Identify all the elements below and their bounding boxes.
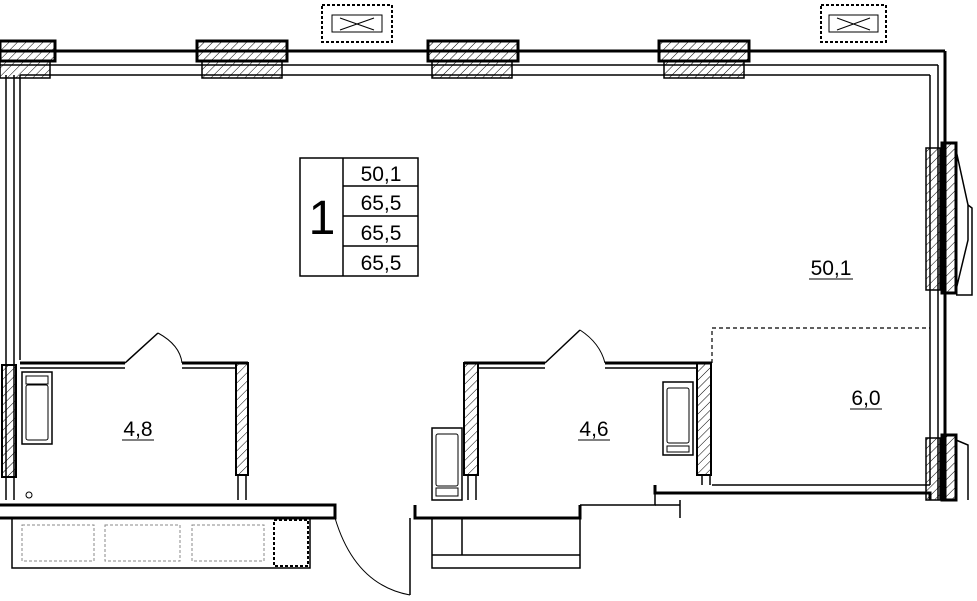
- door-leaf: [544, 329, 581, 364]
- bathroom-right-walls: [463, 329, 712, 500]
- drain-icon: [25, 491, 33, 499]
- area-table-cell: 65,5: [361, 222, 402, 245]
- room-label-kitchen-zone: 6,0: [850, 387, 882, 410]
- balcony-right: [431, 517, 581, 569]
- area-table-cell: 65,5: [361, 192, 402, 215]
- vent-unit-right: [820, 4, 887, 43]
- window-top-4: [657, 39, 751, 79]
- room-label-living: 50,1: [809, 257, 853, 280]
- window-left: [1, 364, 17, 478]
- window-right-1: [925, 141, 973, 296]
- room-label-bathroom-right: 4,6: [578, 418, 610, 441]
- bathroom-left-walls: [20, 332, 249, 500]
- window-top-1: [0, 39, 57, 79]
- bathtub-right: [662, 381, 694, 456]
- washing-machine: [431, 427, 463, 501]
- area-table-cell: 50,1: [361, 163, 402, 186]
- lower-wall: [0, 484, 932, 520]
- area-table-cell: 65,5: [361, 252, 402, 275]
- apartment-number: 1: [309, 192, 336, 245]
- room-area-bathroom-right: 4,6: [579, 418, 608, 441]
- balcony-left: [11, 517, 311, 569]
- room-area-living: 50,1: [811, 257, 852, 280]
- entrance-door: [334, 517, 411, 596]
- door-swing: [157, 332, 183, 364]
- area-table: 1 50,1 65,5 65,5 65,5: [299, 157, 419, 277]
- kitchen-zone-border: [711, 327, 930, 363]
- window-right-2: [925, 433, 969, 502]
- bathtub-left: [21, 371, 53, 445]
- door-leaf: [124, 332, 159, 364]
- window-top-2: [195, 39, 289, 79]
- door-swing: [579, 329, 606, 364]
- room-area-bathroom-left: 4,8: [123, 418, 152, 441]
- window-top-3: [426, 39, 520, 79]
- vent-unit-left: [321, 4, 393, 43]
- room-label-bathroom-left: 4,8: [122, 418, 154, 441]
- room-area-kitchen-zone: 6,0: [851, 387, 880, 410]
